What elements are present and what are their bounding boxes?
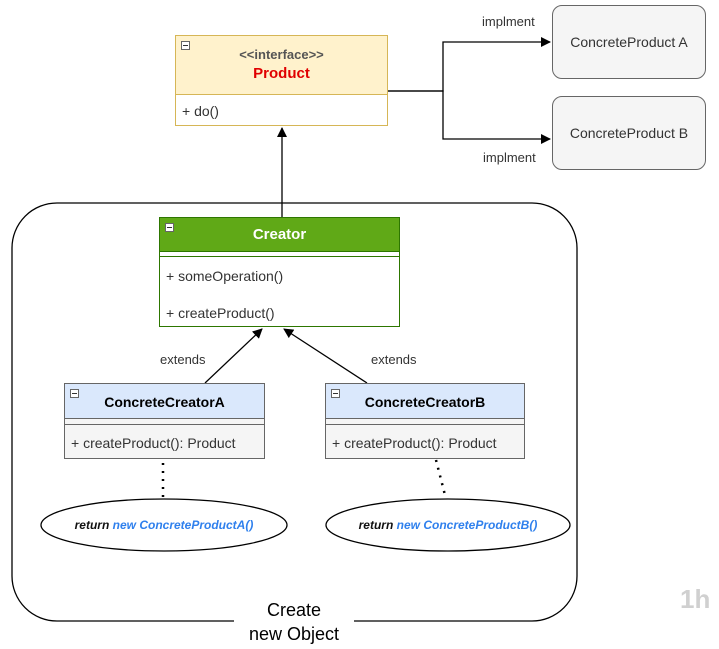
- creator-a-name: ConcreteCreatorA: [104, 394, 225, 410]
- creator-b-name: ConcreteCreatorB: [364, 394, 486, 410]
- product-interface[interactable]: <<interface>> Product + do(): [175, 35, 388, 126]
- divider: [65, 418, 264, 419]
- collapse-icon[interactable]: [331, 389, 340, 398]
- implement-edge-a: [388, 37, 551, 92]
- implement-label-b: implment: [483, 150, 536, 165]
- divider: [65, 424, 264, 425]
- do-method-background: [176, 95, 387, 125]
- group-label-line1: Create: [266, 600, 322, 620]
- concrete-product-a[interactable]: ConcreteProduct A: [552, 5, 706, 79]
- create-product-method: + createProduct(): [166, 305, 275, 321]
- return-keyword: return: [74, 518, 110, 532]
- return-keyword: return: [358, 518, 394, 532]
- divider: [160, 256, 399, 257]
- interface-stereotype: <<interface>>: [239, 47, 324, 62]
- return-ellipse-b: [325, 498, 571, 552]
- interface-name: Product: [253, 65, 310, 82]
- collapse-icon[interactable]: [181, 41, 190, 50]
- creator-class[interactable]: Creator + someOperation() + createProduc…: [159, 217, 400, 327]
- extends-edge-a: [204, 328, 263, 384]
- return-text-b: return new ConcreteProductB(): [326, 518, 570, 532]
- extends-label-a: extends: [160, 352, 206, 367]
- divider: [176, 94, 387, 95]
- creator-b-header: [326, 384, 524, 418]
- return-expression: new ConcreteProductB(): [396, 518, 538, 532]
- create-product-method: + createProduct(): Product: [332, 435, 497, 451]
- implement-edge-b: [388, 90, 551, 144]
- concrete-product-b[interactable]: ConcreteProduct B: [552, 96, 706, 170]
- watermark: 1h: [680, 584, 711, 614]
- creator-name: Creator: [252, 226, 307, 243]
- collapse-icon[interactable]: [165, 223, 174, 232]
- divider: [326, 418, 524, 419]
- concrete-creator-b[interactable]: ConcreteCreatorB + createProduct(): Prod…: [325, 383, 525, 459]
- do-method: + do(): [182, 103, 219, 119]
- group-label-line2: new Object: [248, 624, 340, 644]
- return-expression: new ConcreteProductA(): [112, 518, 254, 532]
- creator-a-header: [65, 384, 264, 418]
- divider: [326, 424, 524, 425]
- some-operation-method: + someOperation(): [166, 268, 284, 284]
- extends-label-b: extends: [371, 352, 417, 367]
- creator-header: [160, 218, 399, 251]
- return-text-a: return new ConcreteProductA(): [41, 518, 287, 532]
- dotted-link-b: [434, 459, 448, 500]
- collapse-icon[interactable]: [70, 389, 79, 398]
- return-ellipse-a: [40, 498, 288, 552]
- divider: [160, 251, 399, 252]
- group-label: Create new Object: [234, 598, 354, 646]
- create-product-method: + createProduct(): Product: [71, 435, 236, 451]
- extends-edge-b: [283, 328, 368, 384]
- concrete-creator-a[interactable]: ConcreteCreatorA + createProduct(): Prod…: [64, 383, 265, 459]
- implement-label-a: implment: [482, 14, 535, 29]
